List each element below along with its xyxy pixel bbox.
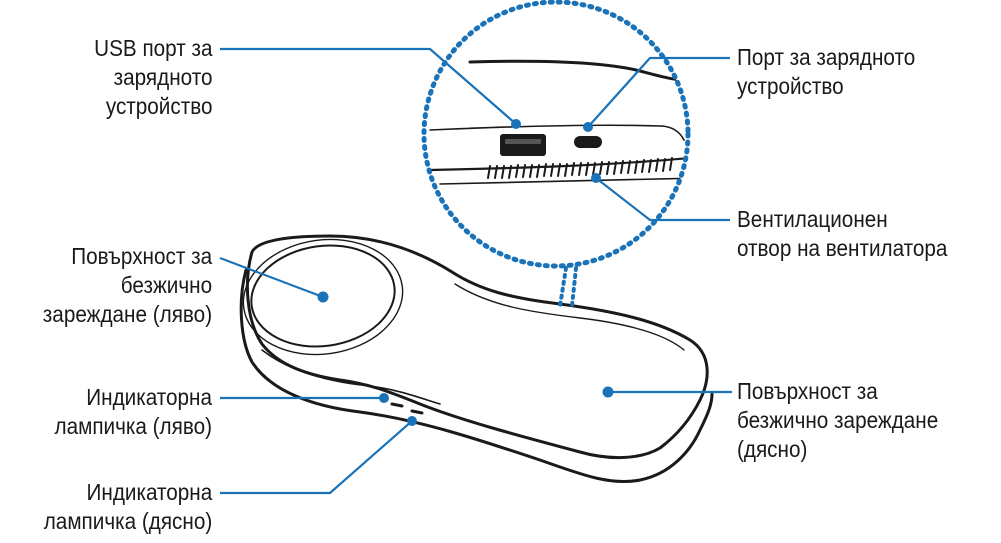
label-pad-right-line-1: Повърхност за (737, 378, 878, 404)
label-pad-right: Повърхност за безжично зареждане (дясно) (737, 377, 938, 464)
charger-pad (239, 234, 714, 484)
zoom-detail (428, 59, 688, 185)
label-usb-port-line-1: USB порт за (93, 35, 212, 61)
callout-dot-led-left (379, 393, 389, 403)
callout-line-fan-vent (595, 177, 730, 222)
label-pad-left: Повърхност за безжично зареждане (ляво) (43, 242, 212, 329)
label-charger-port-line-1: Порт за зарядното (737, 44, 916, 70)
label-usb-port-line-3: устройство (105, 93, 212, 119)
callout-line-usb-port (220, 47, 517, 125)
label-led-left: Индикаторна лампичка (ляво) (54, 383, 212, 441)
label-pad-left-line-1: Повърхност за (71, 243, 212, 269)
callout-dot-led-right (407, 416, 417, 426)
label-fan-vent-line-2: отвор на вентилатора (737, 235, 948, 261)
label-usb-port-line-2: зарядното (113, 64, 212, 90)
label-fan-vent-line-1: Вентилационен (737, 206, 888, 232)
label-led-right-line-1: Индикаторна (86, 479, 212, 505)
callout-line-led-right (220, 420, 413, 495)
zoom-circle (421, 0, 691, 269)
label-fan-vent: Вентилационен отвор на вентилатора (737, 205, 947, 263)
label-led-right-line-2: лампичка (дясно) (43, 508, 212, 534)
label-charger-port: Порт за зарядното устройство (737, 43, 915, 101)
label-usb-port: USB порт за зарядното устройство (94, 34, 212, 121)
vent-slots (487, 157, 673, 179)
callout-line-pad-left (219, 256, 324, 299)
callout-line-charger-port (587, 56, 730, 128)
callout-dot-charger-port (583, 122, 593, 132)
label-led-right: Индикаторна лампичка (дясно) (43, 478, 212, 536)
label-pad-left-line-3: зареждане (ляво) (42, 301, 212, 327)
label-pad-right-line-3: (дясно) (737, 436, 808, 462)
label-led-left-line-2: лампичка (ляво) (54, 413, 212, 439)
callout-lines (219, 47, 732, 495)
callout-dot-fan-vent (591, 173, 601, 183)
callout-dot-usb-port (511, 119, 521, 129)
label-led-left-line-1: Индикаторна (86, 384, 212, 410)
left-charging-coil (242, 238, 404, 356)
callout-dot-pad-right (602, 386, 614, 398)
callout-dot-pad-left (317, 291, 329, 303)
label-pad-right-line-2: безжично зареждане (737, 407, 939, 433)
label-charger-port-line-2: устройство (737, 73, 844, 99)
label-pad-left-line-2: безжично (120, 272, 212, 298)
callout-dots (317, 119, 614, 426)
zoom-connector (558, 266, 578, 308)
led-marks (390, 402, 424, 415)
